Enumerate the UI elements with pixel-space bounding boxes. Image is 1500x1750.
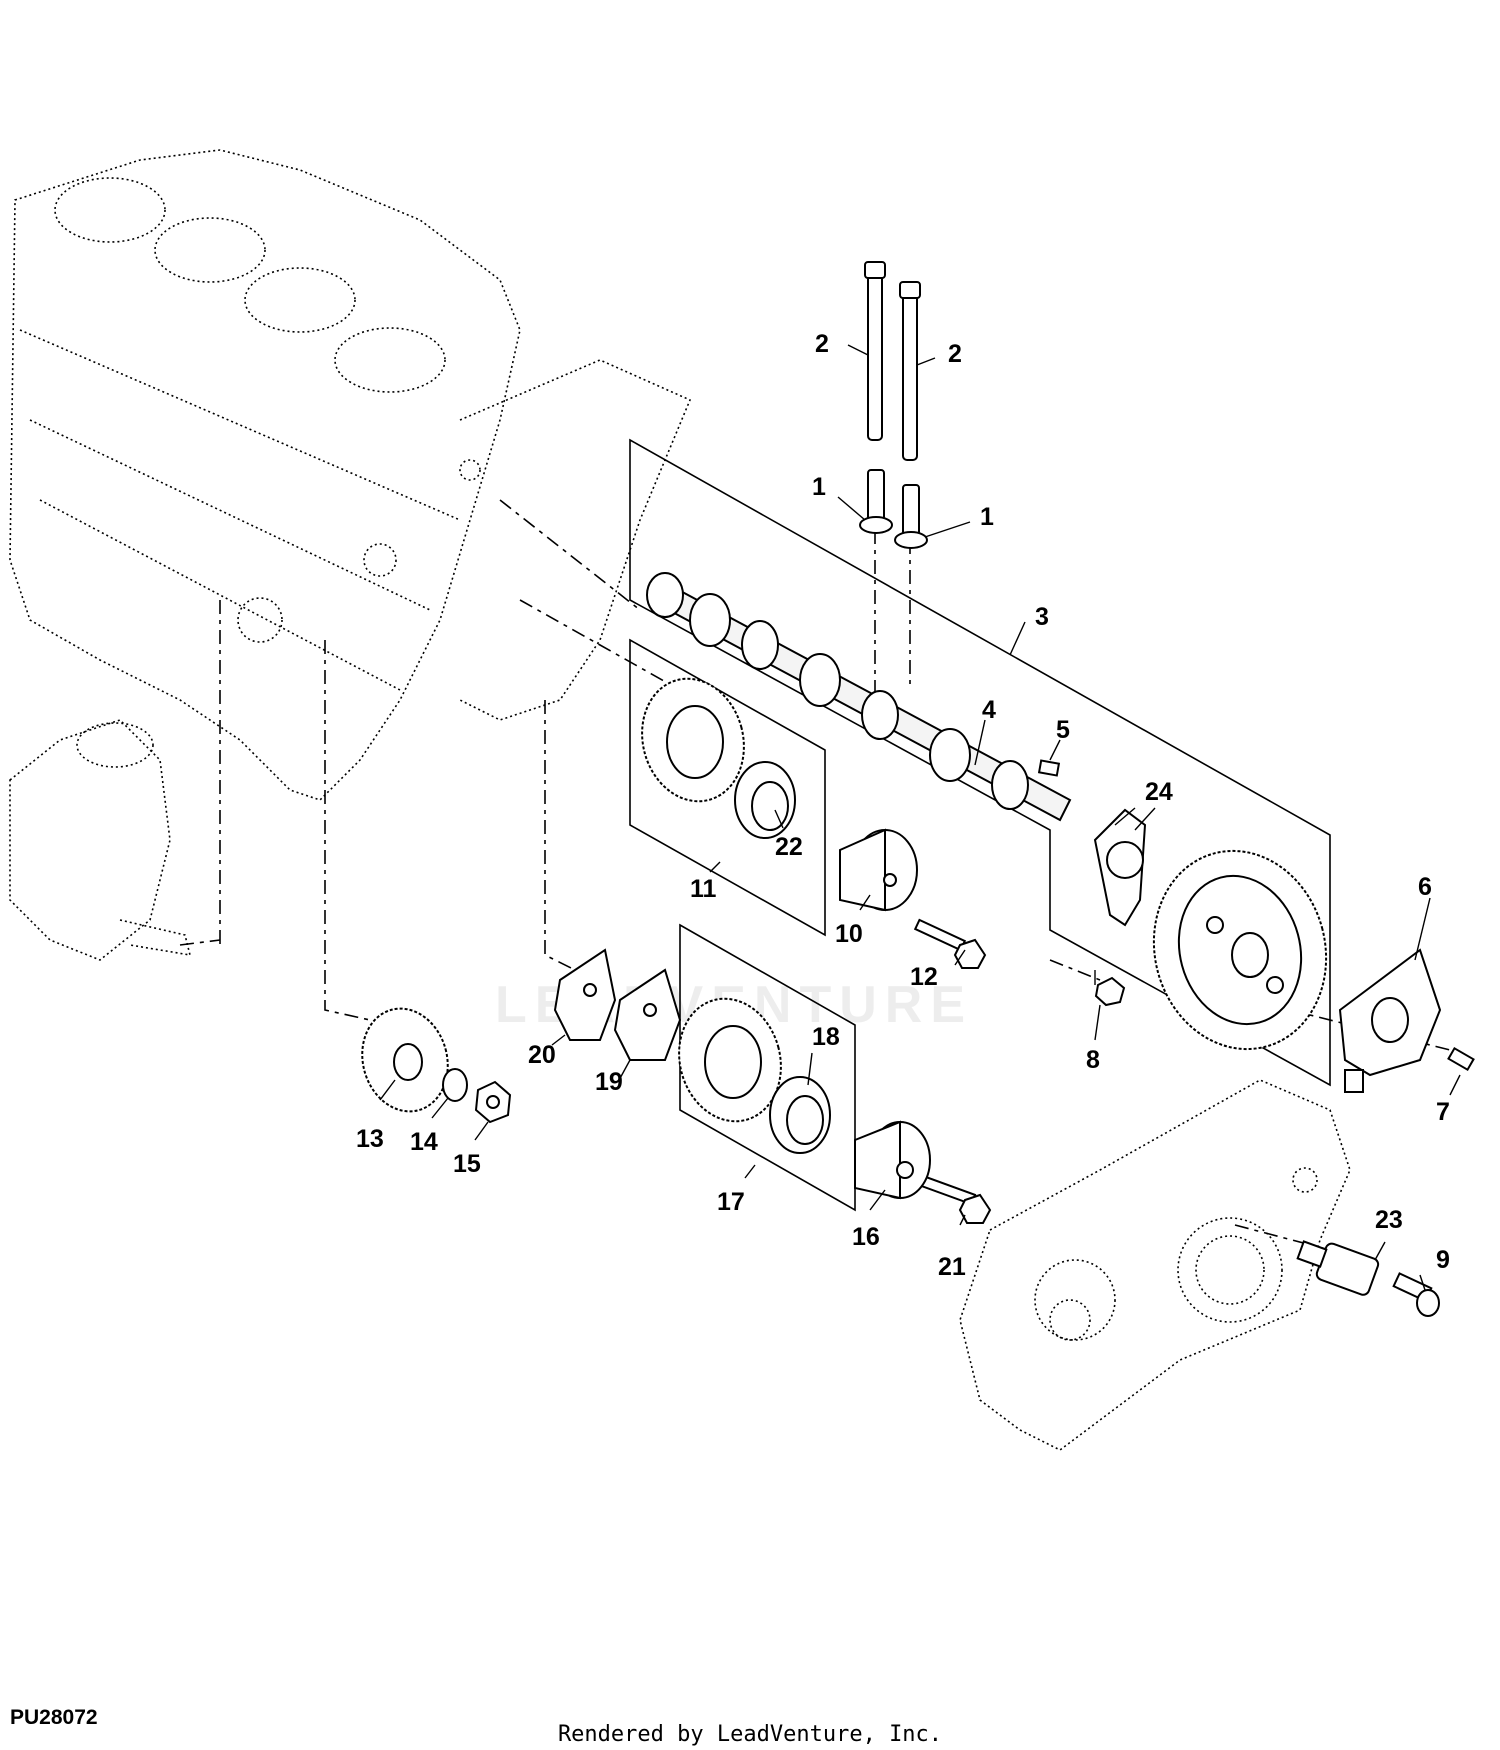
thrust-washer-20-hole: [583, 983, 597, 997]
idler-shaft-10: [839, 828, 918, 912]
camshaft-gear: [1152, 849, 1328, 1051]
callout-16: 16: [852, 1223, 880, 1251]
gear-11-frame: [629, 638, 826, 937]
washer-14: [442, 1068, 468, 1102]
callout-11: 11: [690, 875, 717, 903]
callout-1b: 1: [980, 503, 994, 531]
callout-23: 23: [1375, 1206, 1403, 1234]
diagram-id-label: PU28072: [10, 1706, 98, 1729]
callout-10: 10: [835, 920, 863, 948]
engine-block-outline: [9, 149, 692, 801]
callout-3: 3: [1035, 603, 1049, 631]
callout-17: 17: [717, 1188, 745, 1216]
thrust-plate-hole: [1106, 841, 1144, 879]
callout-12: 12: [910, 963, 938, 991]
callout-2b: 2: [948, 340, 962, 368]
pushrod-left: [864, 261, 886, 441]
bolt-8: [1094, 970, 1126, 1007]
callout-6: 6: [1418, 873, 1432, 901]
nut-15: [474, 1080, 512, 1124]
thrust-washer-20: [553, 948, 617, 1041]
leader-lines: [379, 344, 1461, 1291]
callout-labels: 1 1 2 2 3 4 5 6 7 8 9 10 11 12 13 14 15 …: [356, 330, 1450, 1281]
callout-18: 18: [812, 1023, 840, 1051]
thrust-plate-19-hole: [643, 1003, 657, 1017]
bolt-12: [913, 918, 987, 969]
bushing-18: [769, 1076, 831, 1154]
camshaft-assembly-frame: [629, 438, 1331, 1087]
callout-19: 19: [595, 1068, 623, 1096]
camshaft: [646, 572, 1072, 822]
bushing-22: [734, 761, 796, 839]
bolt-9: [1392, 1272, 1440, 1317]
callout-24: 24: [1145, 778, 1173, 806]
pump-drive-gear-13: [361, 1007, 449, 1113]
callout-7: 7: [1436, 1098, 1450, 1126]
idler-gear-17: [678, 997, 782, 1123]
idler-shaft-16: [854, 1120, 931, 1200]
callout-14: 14: [410, 1128, 438, 1156]
tappet-left: [859, 469, 893, 534]
callout-5: 5: [1056, 716, 1070, 744]
callout-20: 20: [528, 1041, 556, 1069]
gear-shield-tab: [1344, 1069, 1364, 1093]
callout-22: 22: [775, 833, 803, 861]
tappet-right: [894, 484, 928, 549]
callout-1a: 1: [812, 473, 826, 501]
sensor-23: [1296, 1240, 1380, 1296]
callout-9: 9: [1436, 1246, 1450, 1274]
render-credit: Rendered by LeadVenture, Inc.: [557, 1722, 943, 1747]
callout-21: 21: [938, 1253, 966, 1281]
front-cover-outline: [959, 1079, 1351, 1451]
callout-2a: 2: [815, 330, 829, 358]
callout-13: 13: [356, 1125, 384, 1153]
pushrod-right: [899, 281, 921, 461]
injection-pump-outline: [9, 719, 221, 961]
gear-shield-hole: [1371, 997, 1409, 1043]
callout-8: 8: [1086, 1046, 1100, 1074]
callout-15: 15: [453, 1150, 481, 1178]
idler-gear-11: [641, 677, 745, 803]
bolt-7: [1447, 1046, 1475, 1072]
bolt-21: [918, 1174, 992, 1224]
callout-4: 4: [982, 696, 996, 724]
